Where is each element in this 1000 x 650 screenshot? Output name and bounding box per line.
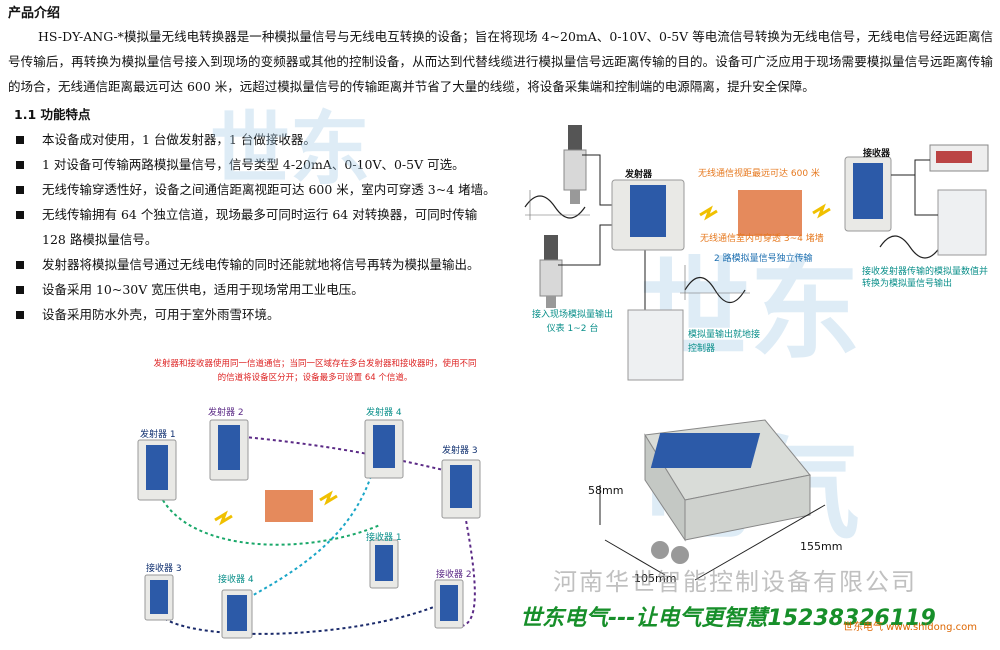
input-note: 接入现场模拟量输出仪表 1~2 台	[531, 310, 613, 334]
feature-item: 1 对设备可传输两路模拟量信号，信号类型 4-20mA、0-10V、0-5V 可…	[14, 152, 514, 177]
tx2-label: 发射器 2	[208, 408, 244, 418]
feature-item: 本设备成对使用，1 台做发射器，1 台做接收器。	[14, 127, 514, 152]
company-watermark: 河南华世智能控制设备有限公司	[553, 568, 917, 596]
channels-note: 2 路模拟量信号独立传输	[714, 254, 813, 264]
sine-wave-icon	[684, 276, 746, 304]
rx4-label: 接收器 4	[218, 575, 254, 585]
signal-bolt-icon	[319, 490, 338, 506]
vfd-icon	[937, 189, 987, 256]
wall-note: 无线通信室内可穿透 3~4 堵墙	[700, 234, 824, 244]
feature-item: 设备采用 10~30V 宽压供电，适用于现场常用工业电压。	[14, 277, 514, 302]
intro-paragraph: HS-DY-ANG-*模拟量无线电转换器是一种模拟量信号与无线电互转换的设备；旨…	[8, 29, 993, 94]
features-list: 本设备成对使用，1 台做发射器，1 台做接收器。 1 对设备可传输两路模拟量信号…	[14, 127, 514, 327]
dim-height: 58mm	[588, 484, 624, 497]
system-diagram	[524, 125, 989, 381]
section-title: 产品介绍	[8, 6, 61, 21]
receiver-note: 接收发射器传输的模拟量数值并转换为模拟量信号输出	[862, 267, 989, 289]
rx1-label: 接收器 1	[366, 533, 402, 543]
range-note: 无线通信视距最远可达 600 米	[698, 169, 820, 179]
watermark-logo: 世东	[210, 85, 370, 201]
feature-item: 无线传输拥有 64 个独立信道，现场最多可同时运行 64 对转换器，可同时传输	[14, 202, 514, 227]
network-note: 发射器和接收器使用同一信道通信；当同一区域存在多台发射器和接收器时，使用不同的信…	[153, 359, 477, 383]
signal-bolt-icon	[812, 203, 831, 219]
signal-bolt-icon	[214, 510, 233, 526]
site-watermark: 世东电气 www.shidong.com	[843, 622, 977, 633]
rx2-label: 接收器 2	[436, 570, 472, 580]
sine-wave-icon	[879, 235, 941, 259]
slogan: 世东电气---让电气更智慧15238326119	[520, 606, 936, 631]
brick-wall-icon	[738, 190, 802, 236]
dim-width: 105mm	[634, 572, 677, 585]
rx3-label: 接收器 3	[146, 564, 182, 574]
product-photo	[599, 419, 826, 581]
network-diagram	[137, 419, 481, 639]
tx1-label: 发射器 1	[140, 430, 176, 440]
pressure-sensor-icon	[563, 125, 587, 204]
axis-icon	[525, 190, 590, 220]
rx-label: 接收器	[863, 149, 891, 159]
feature-item: 发射器将模拟量信号通过无线电传输的同时还能就地将信号再转为模拟量输出。	[14, 252, 514, 277]
watermark-text: 世东	[210, 103, 370, 196]
signal-bolt-icon	[699, 205, 718, 221]
local-vfd-icon	[627, 309, 684, 381]
dim-depth: 155mm	[800, 540, 843, 553]
feature-item-continued: 128 路模拟量信号。	[42, 232, 158, 247]
local-output-note: 模拟量输出就地接控制器	[688, 330, 761, 354]
features-title: 1.1 功能特点	[14, 107, 91, 122]
feature-item: 无线传输穿透性好，设备之间通信距离视距可达 600 米，室内可穿透 3~4 堵墙…	[14, 177, 514, 202]
tx3-label: 发射器 3	[442, 446, 478, 456]
pressure-sensor-icon	[539, 235, 563, 308]
tx-label: 发射器	[625, 170, 653, 180]
feature-item: 设备采用防水外壳，可用于室外雨雪环境。	[14, 302, 514, 327]
tx4-label: 发射器 4	[366, 408, 402, 418]
brick-wall-icon	[265, 490, 313, 522]
sine-wave-icon	[524, 195, 586, 219]
